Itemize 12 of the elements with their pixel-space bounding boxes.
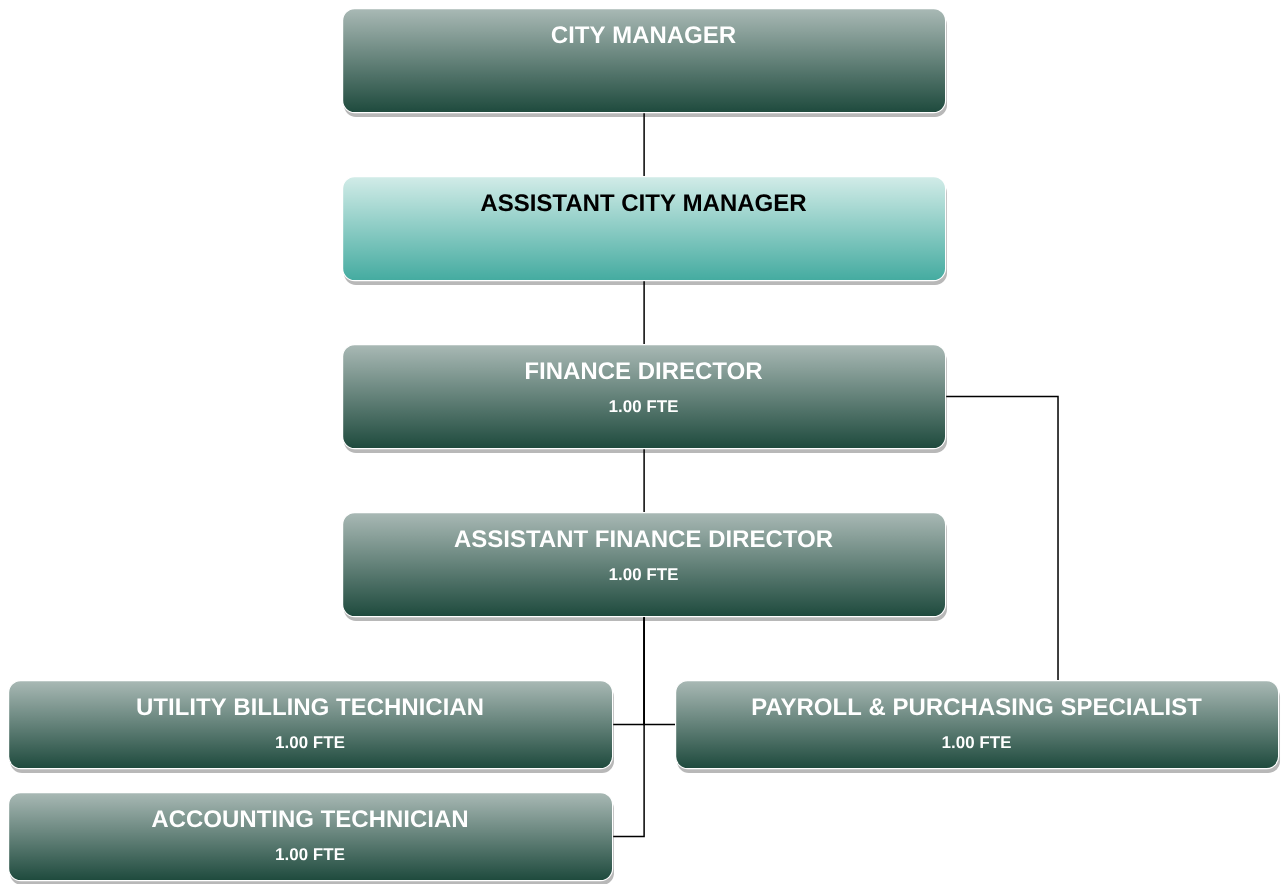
connector-line bbox=[612, 616, 645, 838]
connector-line bbox=[945, 395, 1059, 681]
position-box: ASSISTANT CITY MANAGER bbox=[342, 176, 947, 285]
position-box: ACCOUNTING TECHNICIAN 1.00 FTE bbox=[8, 792, 614, 884]
connector-line bbox=[643, 112, 645, 177]
position-box: UTILITY BILLING TECHNICIAN 1.00 FTE bbox=[8, 680, 614, 773]
position-box: ASSISTANT FINANCE DIRECTOR 1.00 FTE bbox=[342, 512, 947, 621]
connector-line bbox=[643, 280, 645, 345]
position-box: CITY MANAGER bbox=[342, 8, 947, 117]
position-box: PAYROLL & PURCHASING SPECIALIST 1.00 FTE bbox=[675, 680, 1280, 773]
connector-line bbox=[643, 448, 645, 513]
position-box: FINANCE DIRECTOR 1.00 FTE bbox=[342, 344, 947, 453]
